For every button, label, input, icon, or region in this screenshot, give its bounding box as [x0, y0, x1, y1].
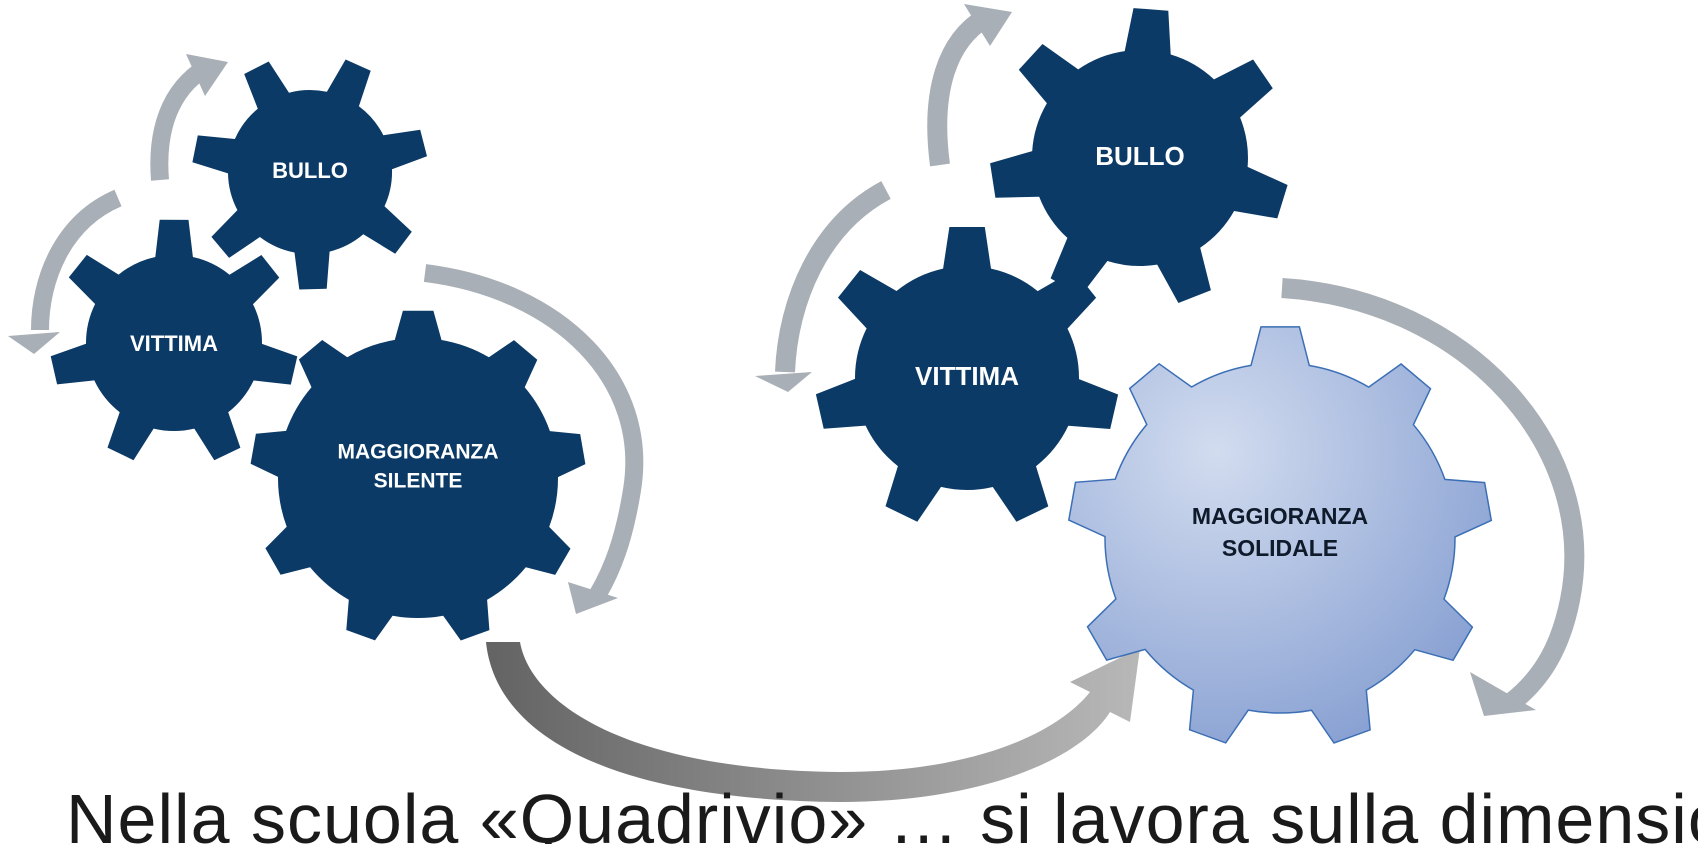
- right-big-cycle-arrow: [1281, 278, 1585, 710]
- right-bully-label: BULLO: [1095, 141, 1185, 171]
- gears-layer: [50, 8, 1493, 744]
- right-top-cycle-arrow: [927, 9, 991, 167]
- right-victim-label: VITTIMA: [915, 361, 1019, 391]
- right-bully-gear: [990, 8, 1288, 303]
- left-majority-label-line2: SILENTE: [374, 470, 463, 493]
- left-victim-gear: [50, 219, 298, 461]
- transition-arrow-body: [486, 642, 1140, 802]
- right-mid-cycle-arrow: [775, 181, 891, 373]
- right-big-cycle-arrowhead: [1470, 672, 1536, 716]
- left-big-cycle-arrowhead: [568, 582, 618, 614]
- right-top-cycle-arrowhead: [964, 4, 1012, 46]
- left-bully-label: BULLO: [272, 158, 348, 183]
- caption-text: Nella scuola «Quadrivio» … si lavora sul…: [66, 780, 1698, 844]
- right-victim-gear: [815, 227, 1119, 522]
- right-mid-cycle-arrowhead: [755, 372, 812, 392]
- right-majority-label-line2: SOLIDALE: [1222, 535, 1338, 561]
- left-mid-cycle-arrow: [31, 189, 122, 331]
- right-cycle-arrows: [755, 4, 1585, 716]
- left-cycle-arrows: [8, 54, 644, 614]
- left-mid-cycle-arrowhead: [8, 332, 60, 354]
- left-big-cycle-arrow: [423, 264, 644, 599]
- right-majority-label-line1: MAGGIORANZA: [1192, 503, 1368, 529]
- left-bully-gear: [192, 59, 427, 290]
- right-majority-gear: [1067, 326, 1493, 744]
- left-top-cycle-arrow: [150, 60, 211, 181]
- left-majority-label-line1: MAGGIORANZA: [338, 441, 499, 464]
- gear-labels: BULLO VITTIMA MAGGIORANZA SILENTE BULLO …: [130, 141, 1368, 561]
- left-victim-label: VITTIMA: [130, 331, 218, 356]
- left-top-cycle-arrowhead: [186, 54, 228, 96]
- left-majority-gear: [250, 310, 586, 641]
- transition-arrow: [486, 642, 1140, 802]
